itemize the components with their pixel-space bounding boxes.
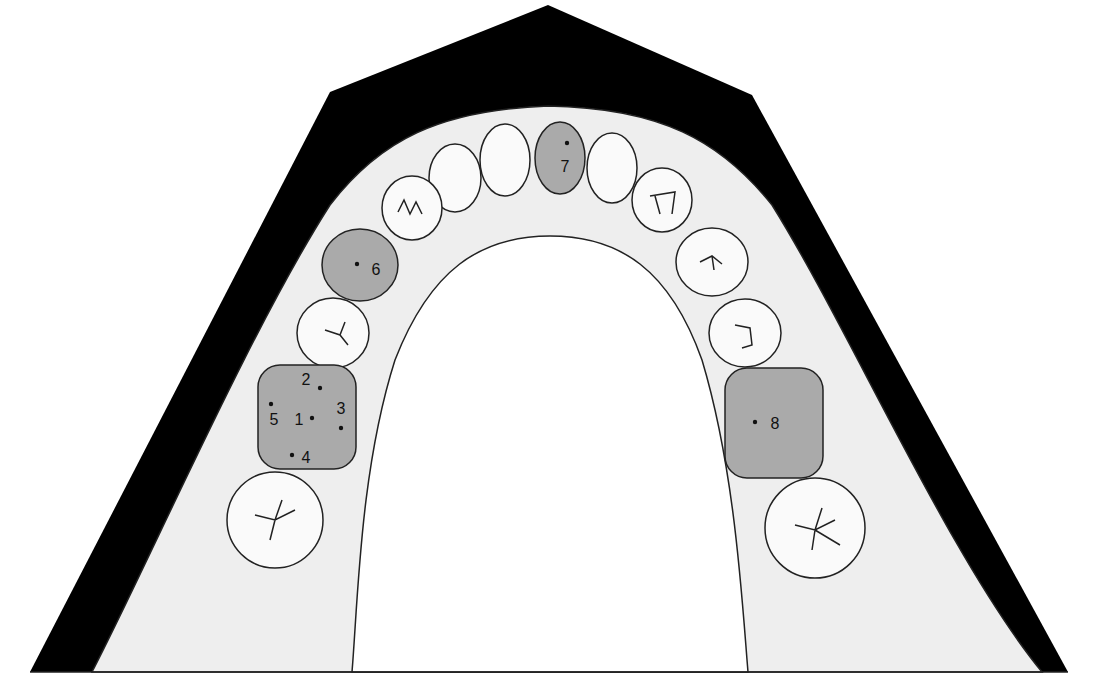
tooth (632, 168, 692, 232)
fissure (398, 200, 422, 214)
marker-dots (269, 141, 757, 457)
tooth-shaded (535, 122, 585, 194)
callout-number: 4 (302, 450, 311, 466)
dental-cast (92, 106, 1042, 672)
callout-number: 2 (302, 372, 311, 388)
tooth (676, 228, 748, 296)
tooth (382, 176, 442, 240)
tooth-shaded (725, 368, 823, 478)
marker-dot (269, 402, 273, 406)
marker-dot (318, 386, 322, 390)
base-line (30, 671, 1068, 673)
model-base (30, 5, 1068, 672)
tooth-shaded (322, 229, 398, 301)
fissure (255, 500, 295, 540)
tooth (227, 472, 323, 568)
teeth (227, 122, 865, 578)
callout-number: 1 (295, 412, 304, 428)
tooth-shaded (258, 365, 356, 469)
marker-dot (355, 262, 359, 266)
tooth (587, 133, 637, 203)
marker-dot (339, 426, 343, 430)
marker-dot (565, 141, 569, 145)
tooth (709, 299, 781, 367)
marker-dot (310, 416, 314, 420)
callout-number: 8 (771, 416, 780, 432)
fissure (650, 192, 675, 214)
callout-number: 6 (372, 262, 381, 278)
tooth (480, 124, 530, 196)
fissure (700, 256, 722, 270)
callout-number: 3 (337, 401, 346, 417)
palate (352, 236, 748, 672)
fissure (325, 322, 348, 345)
tooth (297, 298, 369, 368)
marker-dot (290, 453, 294, 457)
fissures (255, 192, 840, 550)
callout-number: 5 (270, 412, 279, 428)
marker-dot (753, 420, 757, 424)
fissure (735, 325, 752, 348)
callout-number: 7 (561, 159, 570, 175)
fissure (795, 508, 840, 550)
tooth (765, 478, 865, 578)
